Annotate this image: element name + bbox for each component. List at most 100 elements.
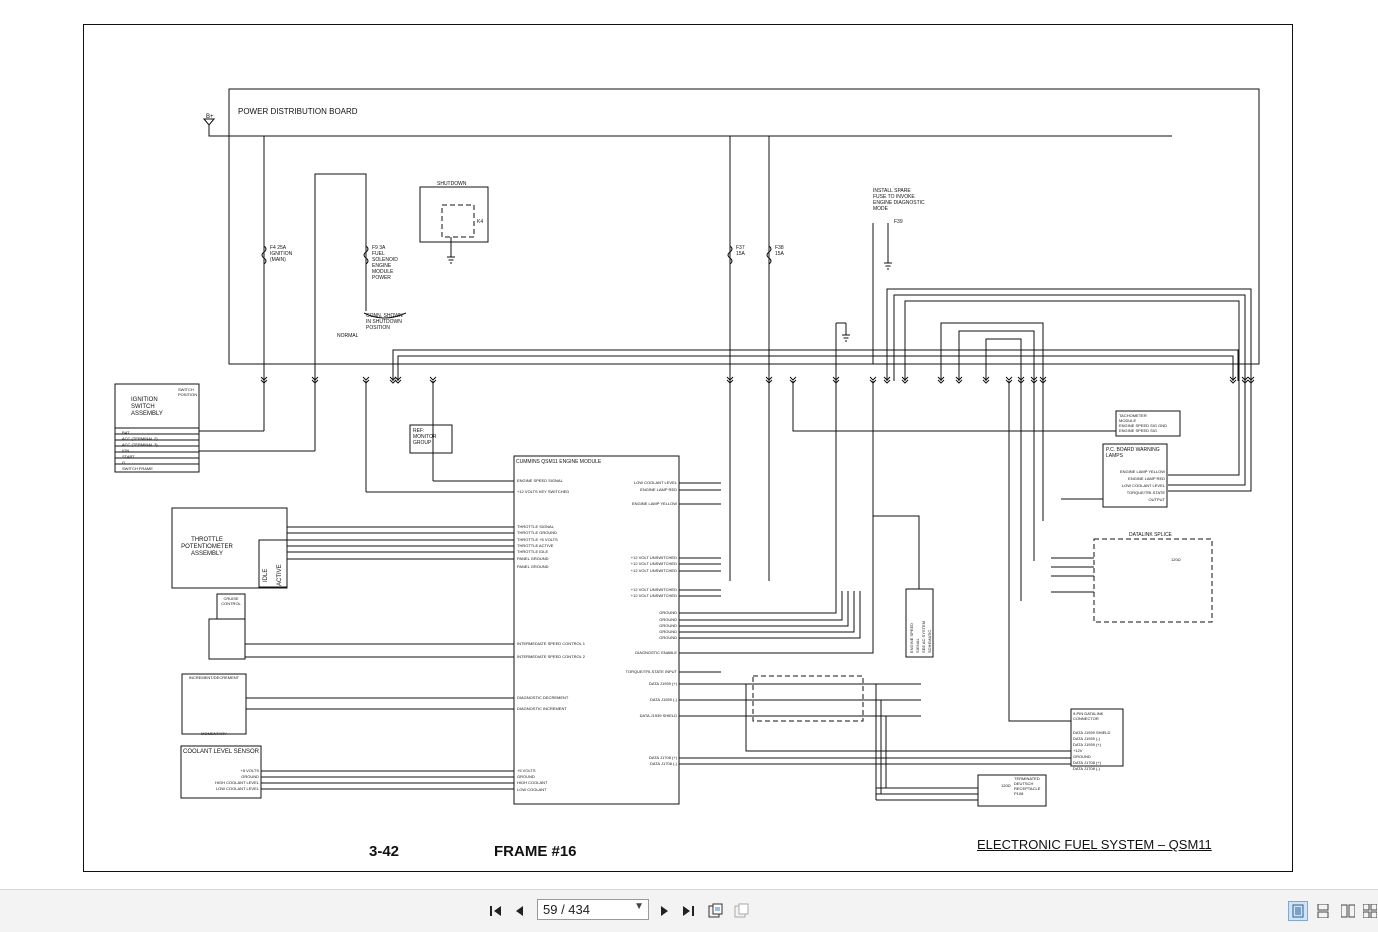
datalink-row-label: DATA J1939 SHIELD <box>1073 730 1111 735</box>
cruise-switch-table <box>208 618 246 660</box>
connector-symbol <box>726 376 734 384</box>
coolant-level-sensor <box>180 745 262 799</box>
ecm-pin-right: DATA J1939 SHIELD <box>640 713 678 718</box>
previous-page-button[interactable] <box>510 901 530 921</box>
engine-speed-label: SCHEMATIC <box>927 630 932 653</box>
monitor-label: GROUP <box>413 440 432 446</box>
pc-board-row: LOW COOLANT LEVEL <box>1122 483 1166 488</box>
ecm-pin-left: DIAGNOSTIC INCREMENT <box>517 706 567 711</box>
ecm-pin-left: PANEL GROUND <box>517 556 549 561</box>
tachometer-module <box>1115 410 1181 437</box>
single-page-icon <box>1292 904 1304 918</box>
coolant-pin-label: LOW COOLANT LEVEL <box>216 786 260 791</box>
ecm-pin-right: DATA J1939 (+) <box>649 681 678 686</box>
relay-label: K4 <box>477 219 483 225</box>
ground-bundle-wire <box>721 591 861 639</box>
ecm-pin-left: GROUND <box>517 774 535 779</box>
datalink-power-wire <box>1008 381 1071 722</box>
datalink-connector-label: CONNECTOR <box>1073 716 1099 721</box>
connector-symbol <box>832 376 840 384</box>
resistor-label: 120Ω <box>1001 783 1011 788</box>
ignition-switch-assembly <box>114 383 200 473</box>
ecm-pin-right: +12 VOLT UNSWITCHED <box>631 593 677 598</box>
coolant-pin-label: GROUND <box>241 774 259 779</box>
connector-symbol <box>311 376 319 384</box>
diagnostic-wire <box>721 381 874 654</box>
ecm-pin-right: GROUND <box>659 635 677 640</box>
loop-wire <box>392 349 1239 381</box>
next-page-button[interactable] <box>654 901 674 921</box>
tachometer-label: MODULE <box>1119 418 1136 423</box>
first-page-button[interactable] <box>486 901 506 921</box>
ecm-pin-left: INTERMEDIATE SPEED CONTROL 1 <box>517 641 586 646</box>
engine-speed-label: SEE AC SYSTEM <box>921 621 926 653</box>
switch-position-label: POSITION <box>178 392 197 397</box>
fuse-label-f9: ENGINE <box>372 263 392 269</box>
ecm-pin-left: DIAGNOSTIC DECREMENT <box>517 695 569 700</box>
two-page-view-button[interactable] <box>1338 901 1358 921</box>
ground-bundle-wire <box>721 591 849 627</box>
ecm-pin-left: HIGH COOLANT <box>517 780 548 785</box>
continuous-view-button[interactable] <box>1313 901 1333 921</box>
throttle-label: ASSEMBLY <box>191 551 223 557</box>
fuse-label-f37: 15A <box>736 251 746 257</box>
ecm-pin-left: +5 VOLTS <box>517 768 536 773</box>
loop-wire <box>940 322 1044 521</box>
ecm-pin-right: LOW COOLANT LEVEL <box>634 480 678 485</box>
ecm-pin-right: GROUND <box>659 629 677 634</box>
fuse-label-f39: F39 <box>894 219 903 225</box>
last-page-icon <box>683 906 694 916</box>
datalink-row-label: DATA J1939 (+) <box>1073 742 1102 747</box>
connector-symbol <box>260 376 268 384</box>
ground-bundle-wire <box>721 591 855 633</box>
throttle-switch-block <box>258 539 288 588</box>
relay-k4 <box>441 204 475 238</box>
fit-page-button[interactable] <box>705 901 725 921</box>
deutsch-label: P108 <box>1014 791 1024 796</box>
ecm-pin-right: ENGINE LAMP RED <box>640 487 677 492</box>
switch-position-label: SWITCH <box>178 387 194 392</box>
fuse-f4 <box>261 245 267 265</box>
ecm-pin-left: THROTTLE +5 VOLTS <box>517 537 558 542</box>
ecm-module <box>513 455 680 805</box>
fuse-label-f4: IGNITION <box>270 251 293 257</box>
shutdown-relay-box <box>419 186 489 243</box>
datalink-row-label: GROUND <box>1073 754 1091 759</box>
coolant-sensor-label: COOLANT LEVEL SENSOR <box>183 749 260 755</box>
last-page-button[interactable] <box>678 901 698 921</box>
fit-width-button[interactable] <box>731 901 751 921</box>
two-page-continuous-icon <box>1363 904 1377 918</box>
ecm-pin-right: +12 VOLT UNSWITCHED <box>631 555 677 560</box>
conn-note: IN SHUTDOWN <box>366 319 402 325</box>
normal-label: NORMAL <box>337 333 359 339</box>
conn-note: POSITION <box>366 325 390 331</box>
spare-fuse-note: ENGINE DIAGNOSTIC <box>873 200 925 206</box>
jumper-symbol <box>363 312 407 319</box>
ignition-switch-label: ASSEMBLY <box>131 411 163 417</box>
engine-speed-wire <box>873 515 920 589</box>
next-page-icon <box>661 906 668 916</box>
deutsch-receptacle <box>977 774 1047 807</box>
ecm-pin-right: TORQUE/TRI-STATE INPUT <box>626 669 678 674</box>
ground-symbol <box>447 256 455 264</box>
datalink-connector <box>1070 708 1124 767</box>
deutsch-label: RECEPTACLE <box>1014 786 1041 791</box>
engine-speed-label: ENGINE SPEED <box>909 623 914 653</box>
page-number-select[interactable]: 59 / 434 ▼ <box>537 899 649 920</box>
fuse-f37 <box>727 245 733 265</box>
ecm-pin-right: +12 VOLT UNSWITCHED <box>631 568 677 573</box>
ignition-row-label: ACC (TERMINAL 3) <box>122 442 158 447</box>
ecm-pin-right: GROUND <box>659 623 677 628</box>
single-page-view-button[interactable] <box>1288 901 1308 921</box>
loop-wire <box>985 338 1022 601</box>
coolant-pin-label: HIGH COOLANT LEVEL <box>215 780 260 785</box>
ecm-pin-left: THROTTLE GROUND <box>517 530 557 535</box>
previous-page-icon <box>516 906 523 916</box>
fuse-label-f38: F38 <box>775 245 784 251</box>
continuous-page-icon <box>1317 904 1329 918</box>
j1939-wire <box>745 684 1071 752</box>
two-page-continuous-view-button[interactable] <box>1360 901 1378 921</box>
tachometer-label: TACHOMETER <box>1119 413 1147 418</box>
